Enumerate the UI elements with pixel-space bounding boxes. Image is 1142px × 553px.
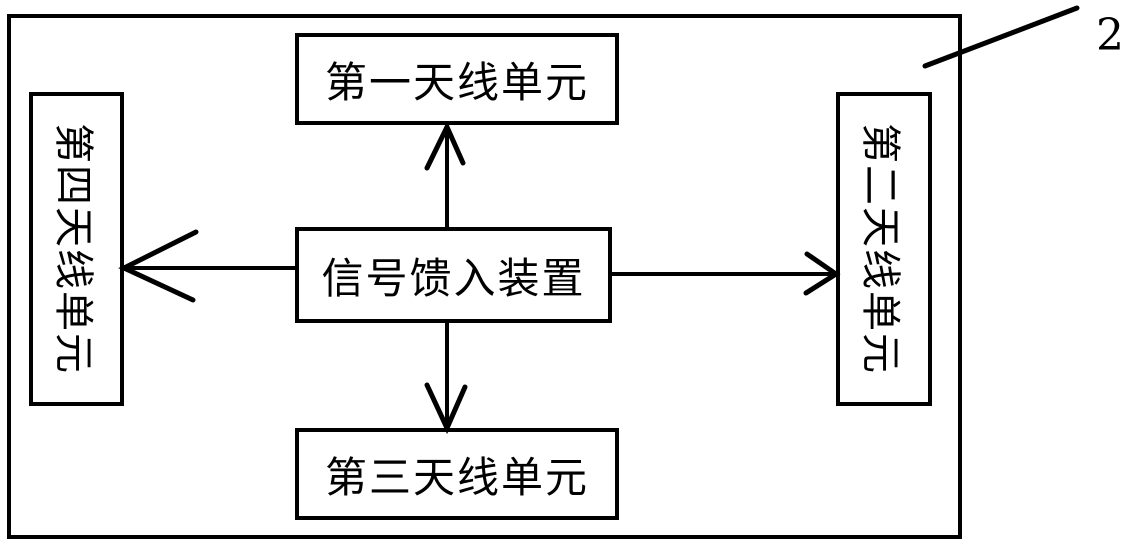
reference-leader-line [922,5,1080,69]
fourth-antenna-unit-box[interactable] [29,92,124,406]
second-antenna-unit-box[interactable] [836,92,932,406]
connector-feed-to-first-antenna [424,121,466,229]
third-antenna-unit-box[interactable] [295,428,619,520]
first-antenna-unit-box[interactable] [295,33,619,125]
connector-feed-to-third-antenna [424,321,468,435]
connector-feed-to-fourth-antenna [118,229,297,303]
signal-feed-device-box[interactable] [295,227,612,323]
antenna-system-enclosure [7,14,962,539]
connector-feed-to-second-antenna [610,251,841,296]
reference-numeral-2: 2 [1096,10,1124,61]
